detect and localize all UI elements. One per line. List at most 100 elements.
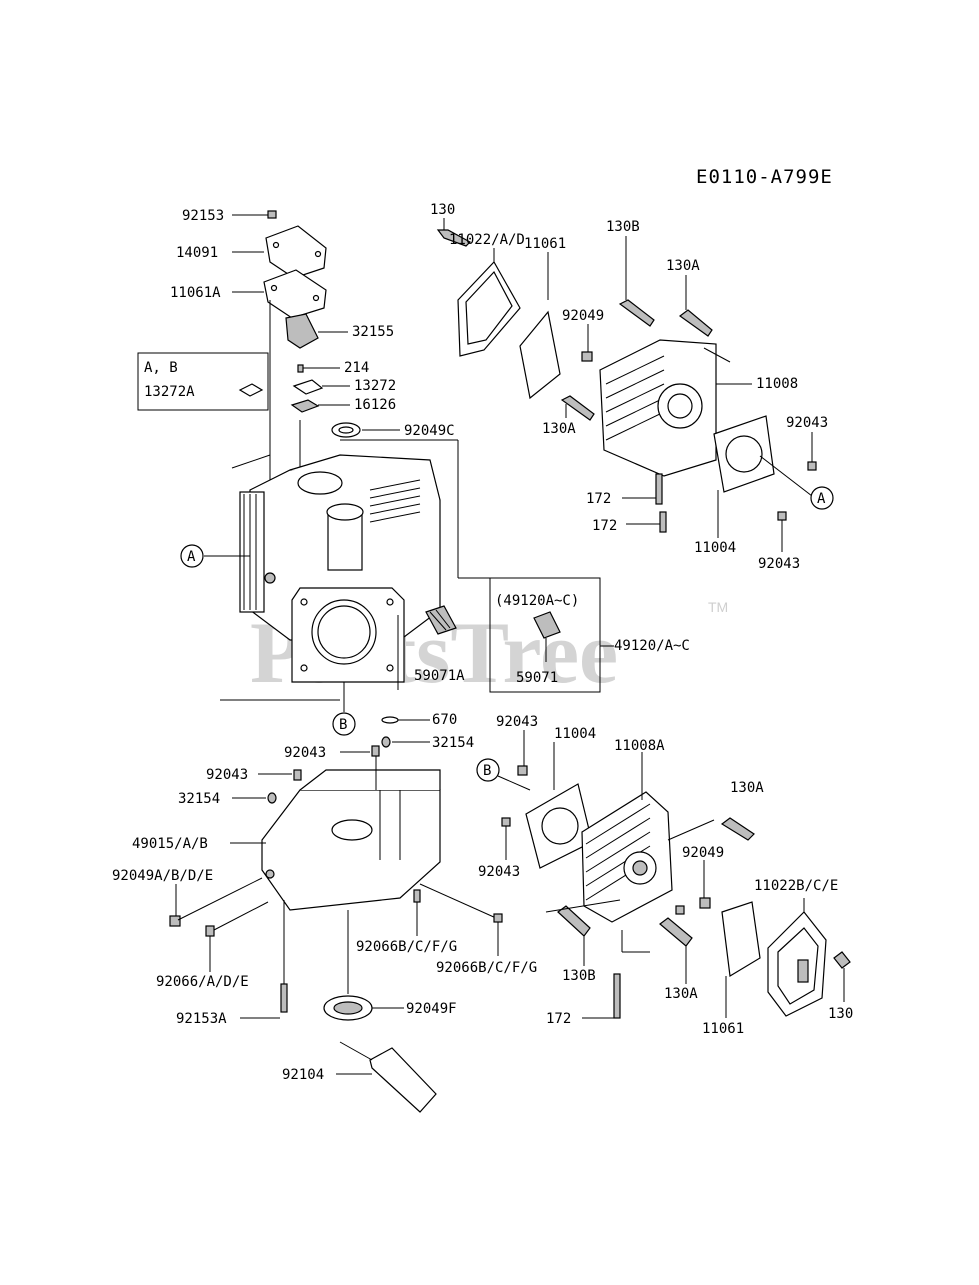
label-11008A: 11008A xyxy=(614,738,665,754)
callout-a-left: A xyxy=(180,544,204,568)
inset-box-49120 xyxy=(489,577,601,693)
label-11008: 11008 xyxy=(756,376,798,392)
dowel-92043-f xyxy=(501,817,511,860)
label-130A-bot2: 130A xyxy=(664,986,698,1002)
cover-11022BCE xyxy=(767,898,827,1017)
label-92043-c: 92043 xyxy=(284,745,326,761)
label-172-c: 172 xyxy=(546,1011,571,1027)
label-130-top: 130 xyxy=(430,202,455,218)
label-92043-right1: 92043 xyxy=(786,415,828,431)
plug-92049ABDE xyxy=(169,877,263,927)
label-130-bottom: 130 xyxy=(828,1006,853,1022)
label-172-a: 172 xyxy=(586,491,611,507)
dowel-92049-bot-small xyxy=(675,905,685,915)
svg-text:A: A xyxy=(817,491,826,507)
plate-16126 xyxy=(290,399,350,413)
gasket-11061-bottom xyxy=(721,901,761,1018)
plug-92066ADE xyxy=(205,901,269,972)
svg-text:B: B xyxy=(339,717,347,733)
bolt-92153 xyxy=(232,210,277,219)
inset-ab-label: A, B xyxy=(144,360,178,376)
label-92066ADE: 92066/A/D/E xyxy=(156,974,249,990)
label-130A-mid: 130A xyxy=(542,421,576,437)
label-16126: 16126 xyxy=(354,397,396,413)
gasket-11004-top xyxy=(713,415,775,538)
seal-92049C xyxy=(331,422,400,438)
label-32154-b: 32154 xyxy=(178,791,220,807)
label-92043-d: 92043 xyxy=(206,767,248,783)
gasket-11061A xyxy=(232,269,327,319)
label-11022BCE: 11022B/C/E xyxy=(754,878,838,894)
svg-text:A: A xyxy=(187,549,196,565)
screw-59071A xyxy=(397,605,457,690)
head-11008 xyxy=(599,339,752,477)
callout-b-center: B xyxy=(332,712,356,736)
dowel-92043-right1 xyxy=(807,432,817,471)
gasket-14091 xyxy=(232,225,327,279)
dowel-92049-top xyxy=(581,324,593,362)
plug-92066BCFG-b xyxy=(419,883,503,956)
bolt-130A-bot1 xyxy=(667,817,755,841)
dowel-92043-e xyxy=(517,730,528,776)
label-130B-bottom: 130B xyxy=(562,968,596,984)
label-130A-bot1: 130A xyxy=(730,780,764,796)
label-172-b: 172 xyxy=(592,518,617,534)
dowel-92043-c xyxy=(340,745,380,757)
stud-172-a xyxy=(622,473,663,505)
label-92153: 92153 xyxy=(182,208,224,224)
label-11061-top: 11061 xyxy=(524,236,566,252)
bolt-130A-top xyxy=(678,275,713,337)
inset-49120-label: (49120A~C) xyxy=(495,593,579,609)
crankcase-49015 xyxy=(231,300,441,683)
inset-box-13272A xyxy=(137,352,269,411)
label-49015: 49015/A/B xyxy=(132,836,208,852)
label-92066BCFG-a: 92066B/C/F/G xyxy=(356,939,457,955)
callout-b-right: B xyxy=(476,758,531,791)
screw-59071-icon xyxy=(533,611,561,639)
bolt-130-bottom xyxy=(833,951,851,1002)
head-11008A xyxy=(581,752,673,923)
seal-92049F xyxy=(323,910,404,1021)
crankcase-lower-49015 xyxy=(261,756,441,911)
dowel-92043-right2 xyxy=(777,511,787,552)
label-92049ABDE: 92049A/B/D/E xyxy=(112,868,213,884)
callout-a-right: A xyxy=(759,455,834,510)
dowel-92049-bot xyxy=(699,860,711,909)
label-11004-bottom: 11004 xyxy=(554,726,596,742)
label-92049-bot: 92049 xyxy=(682,845,724,861)
label-59071A: 59071A xyxy=(414,668,465,684)
oring-670 xyxy=(381,716,399,724)
label-92049-top: 92049 xyxy=(562,308,604,324)
label-11061-bottom: 11061 xyxy=(702,1021,744,1037)
dowel-92043-d xyxy=(258,769,302,781)
label-130B-top: 130B xyxy=(606,219,640,235)
stud-172-b xyxy=(626,511,667,533)
seal-32154-b xyxy=(232,792,277,804)
plate-13272 xyxy=(292,379,350,395)
gasket-11061-top xyxy=(519,252,561,400)
bolt-130B-bottom xyxy=(545,899,621,966)
bolt-130-top xyxy=(436,218,471,247)
label-32155: 32155 xyxy=(352,324,394,340)
diagram-code: E0110-A799E xyxy=(696,166,833,188)
screw-214 xyxy=(297,364,340,373)
trademark-mark: TM xyxy=(708,599,728,615)
plug-92066BCFG-a xyxy=(413,889,421,936)
label-92153A: 92153A xyxy=(176,1011,227,1027)
inset-59071-label: 59071 xyxy=(516,670,558,686)
plate-13272A-icon xyxy=(238,383,264,397)
label-214: 214 xyxy=(344,360,369,376)
label-670: 670 xyxy=(432,712,457,728)
bolt-130A-bot2 xyxy=(659,917,693,984)
bolt-130B-top xyxy=(618,236,655,327)
seal-32154-a xyxy=(381,736,430,748)
label-49120: 49120/A~C xyxy=(614,638,690,654)
label-11061A: 11061A xyxy=(170,285,221,301)
bolt-130A-mid xyxy=(560,395,595,421)
svg-text:B: B xyxy=(483,763,491,779)
inset-13272A-label: 13272A xyxy=(144,384,195,400)
stud-172-c xyxy=(582,973,621,1019)
label-11004-top: 11004 xyxy=(694,540,736,556)
